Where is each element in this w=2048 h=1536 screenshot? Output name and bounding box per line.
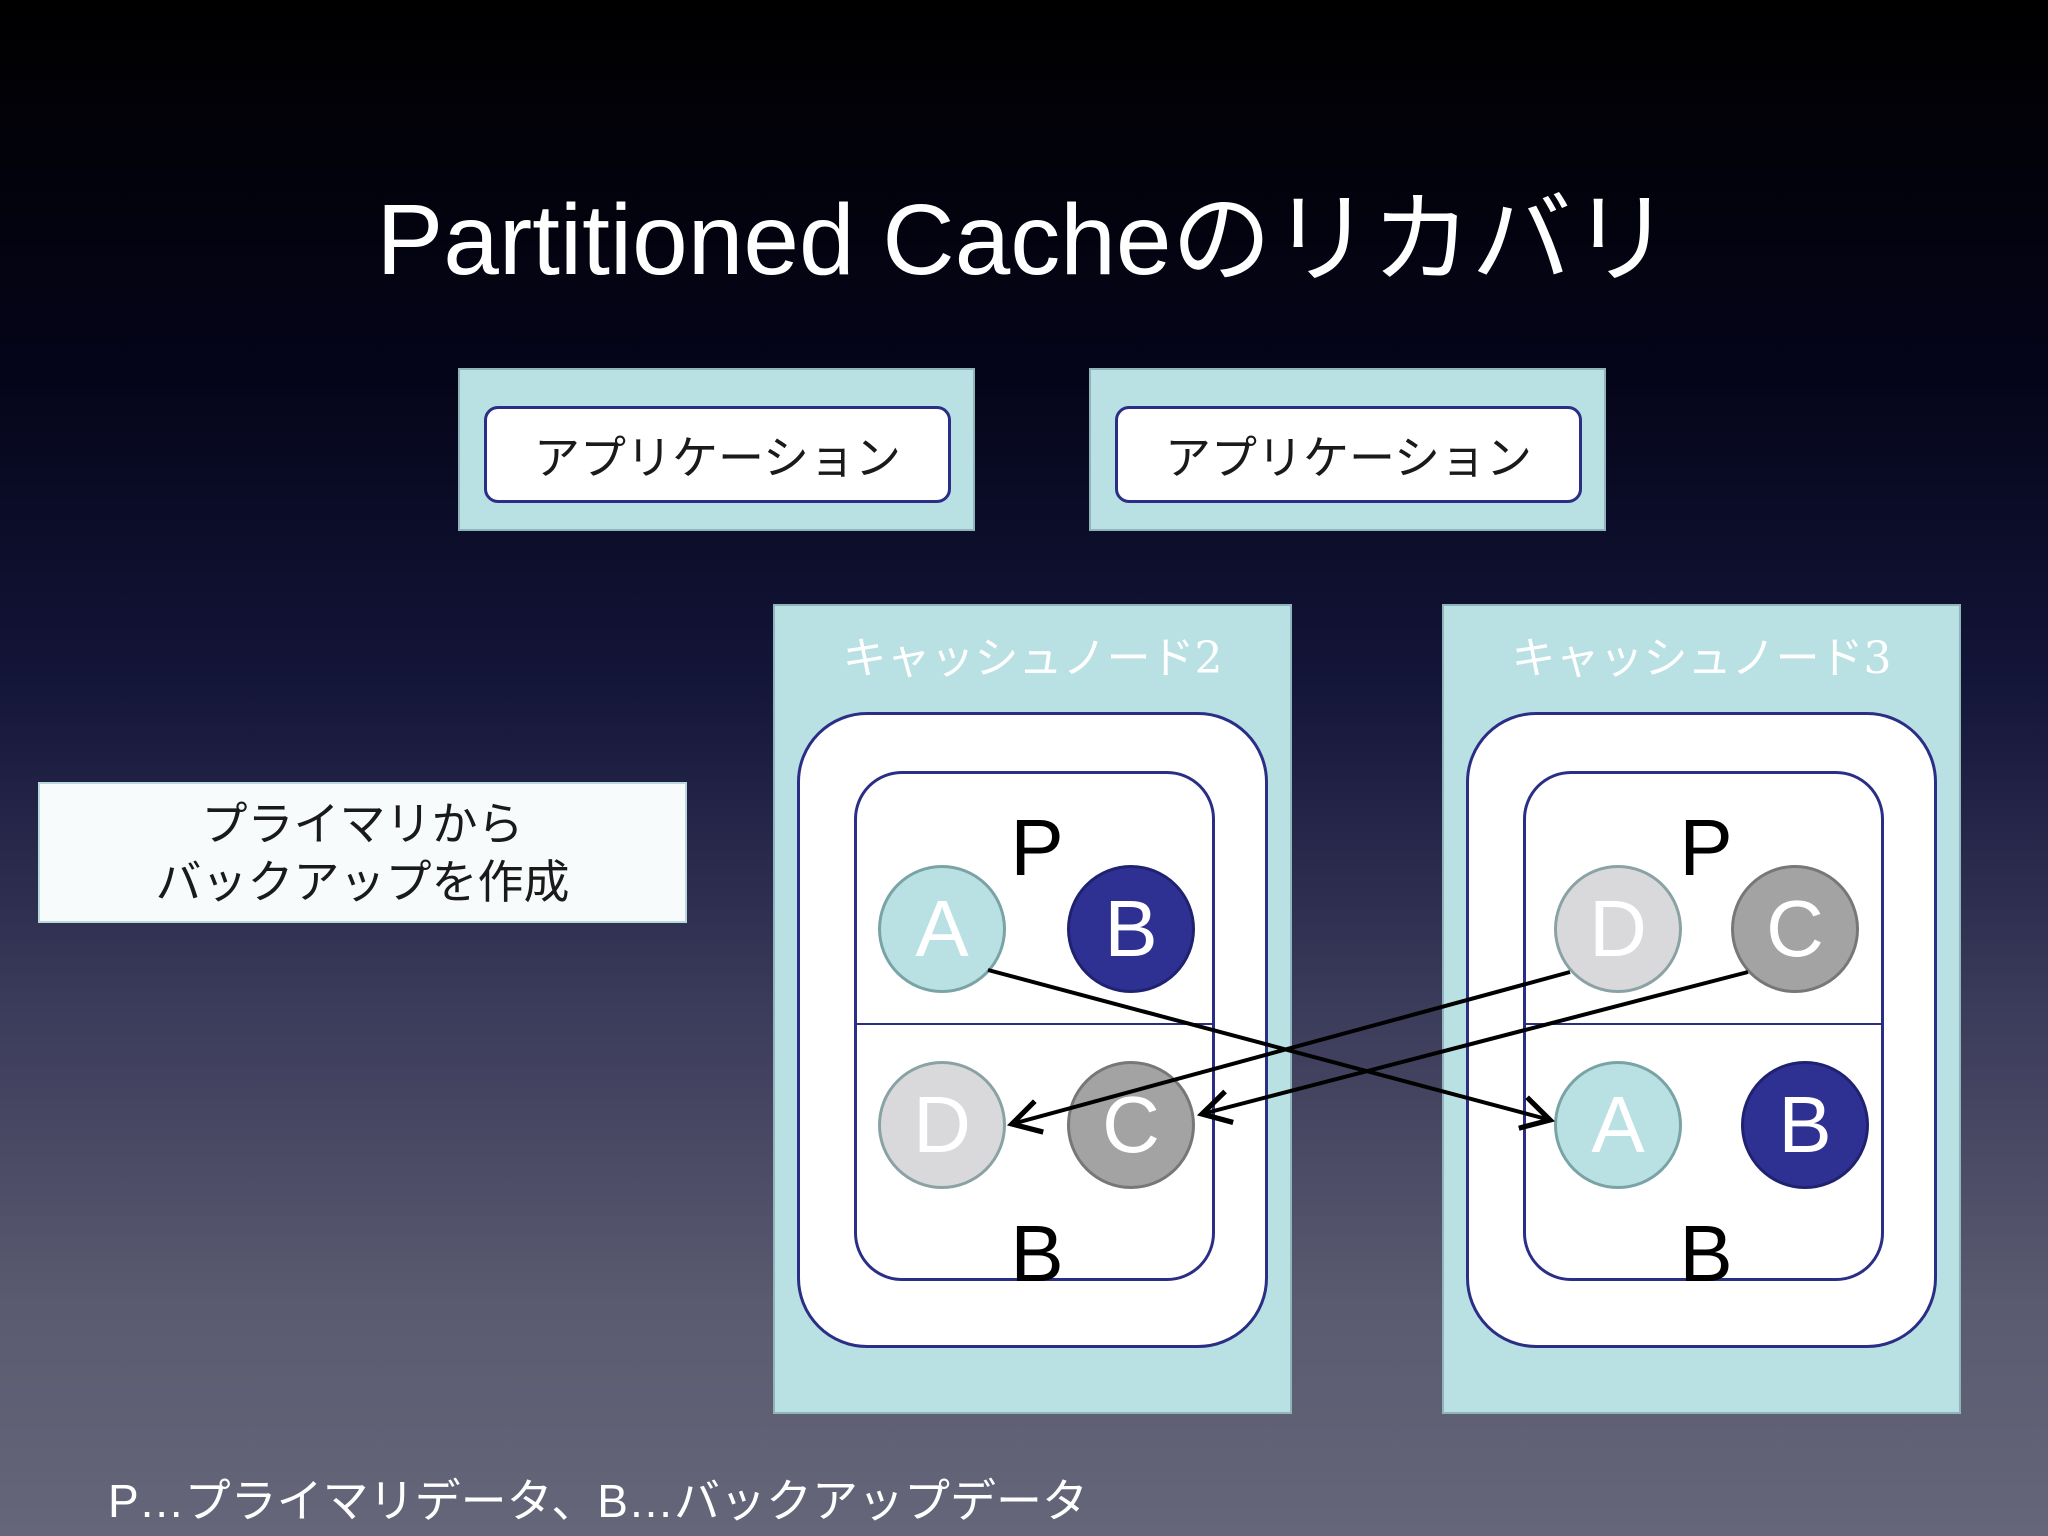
primary-backup-divider <box>857 1023 1212 1025</box>
partition-D-backup: D <box>878 1061 1006 1189</box>
legend-footer: P…プライマリデータ、B…バックアップデータ <box>108 1475 1088 1527</box>
cache-node-frame: P B A B D C <box>797 712 1268 1348</box>
primary-backup-divider <box>1526 1023 1881 1025</box>
application-label: アプリケーション <box>1115 406 1582 503</box>
cache-node-label: キャッシュノード2 <box>842 633 1223 684</box>
application-label: アプリケーション <box>484 406 951 503</box>
partition-B-primary: B <box>1067 865 1195 993</box>
partition-store: P B D C A B <box>1523 771 1884 1294</box>
slide-title: Partitioned Cacheのリカバリ <box>376 184 1672 296</box>
application-box-2: アプリケーション <box>1089 368 1606 531</box>
backup-section-label: B <box>1010 1209 1064 1298</box>
cache-node-frame: P B D C A B <box>1466 712 1937 1348</box>
recovery-note: プライマリから バックアップを作成 <box>38 782 687 923</box>
cache-node-2: キャッシュノード2 P B A B D C <box>773 604 1292 1414</box>
partition-A-backup: A <box>1554 1061 1682 1189</box>
cache-node-label: キャッシュノード3 <box>1511 633 1892 684</box>
backup-section-label: B <box>1679 1209 1733 1298</box>
primary-section-label: P <box>1679 803 1733 892</box>
partition-C-backup: C <box>1067 1061 1195 1189</box>
partition-C-primary: C <box>1731 865 1859 993</box>
partition-A-primary: A <box>878 865 1006 993</box>
application-box-1: アプリケーション <box>458 368 975 531</box>
cache-node-3: キャッシュノード3 P B D C A B <box>1442 604 1961 1414</box>
primary-section-label: P <box>1010 803 1064 892</box>
note-line-1: プライマリから <box>201 796 524 851</box>
partition-B-backup: B <box>1741 1061 1869 1189</box>
note-line-2: バックアップを作成 <box>155 854 570 909</box>
partition-store: P B A B D C <box>854 771 1215 1294</box>
partition-D-primary: D <box>1554 865 1682 993</box>
